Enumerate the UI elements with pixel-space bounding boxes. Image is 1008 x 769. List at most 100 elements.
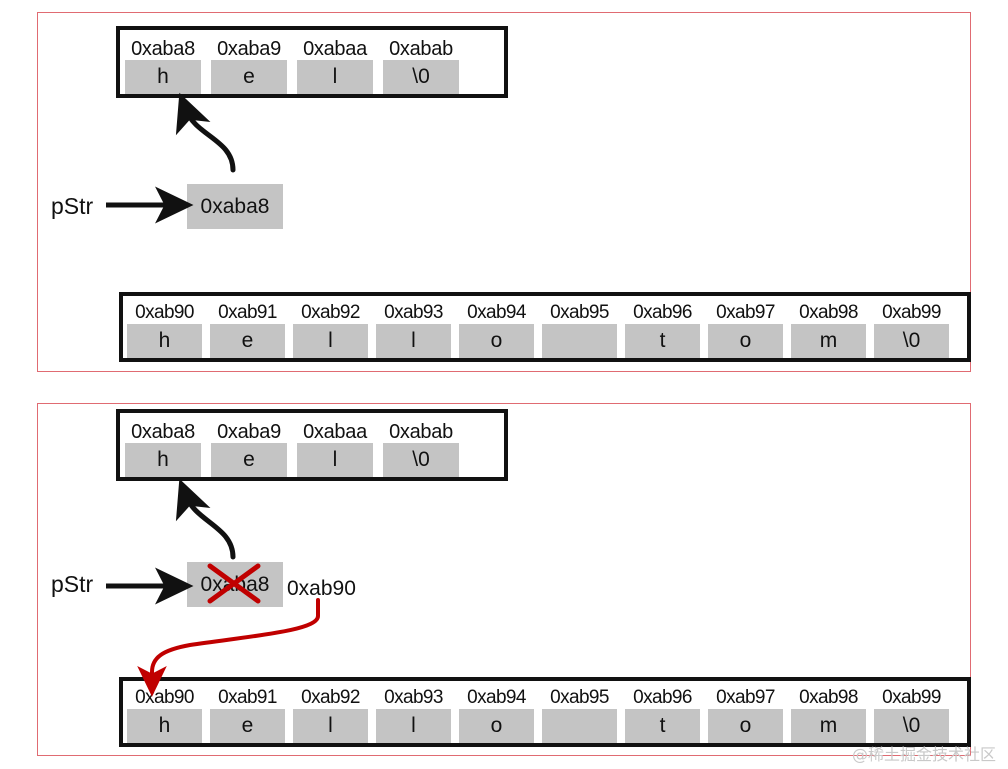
memory-cell: 0xab93 l bbox=[372, 302, 455, 358]
cell-address: 0xab99 bbox=[882, 302, 941, 323]
pointer-new-value-panel2: 0xab90 bbox=[287, 577, 356, 600]
cell-value: l bbox=[297, 443, 373, 477]
cell-value: \0 bbox=[383, 443, 459, 477]
cell-address: 0xab93 bbox=[384, 687, 443, 708]
cell-value: l bbox=[376, 709, 451, 743]
memory-cell: 0xab90 h bbox=[123, 302, 206, 358]
cell-value: h bbox=[125, 60, 201, 94]
cell-address: 0xab99 bbox=[882, 687, 941, 708]
cell-address: 0xaba9 bbox=[217, 38, 281, 60]
cell-value: o bbox=[708, 324, 783, 358]
memory-cell: 0xab94 o bbox=[455, 302, 538, 358]
pointer-label-pstr-panel1: pStr bbox=[51, 193, 94, 219]
cell-address: 0xab90 bbox=[135, 687, 194, 708]
cell-value: h bbox=[127, 709, 202, 743]
memory-cell: 0xab94 o bbox=[455, 687, 538, 743]
pointer-old-value-box-panel2: 0xaba8 bbox=[187, 562, 283, 607]
memory-cell: 0xab92 l bbox=[289, 687, 372, 743]
panel-before-reassignment: 0xaba8 h 0xaba9 e 0xabaa l 0xabab \0 pSt… bbox=[37, 12, 971, 372]
cell-address: 0xab94 bbox=[467, 687, 526, 708]
cell-value: h bbox=[125, 443, 201, 477]
cell-address: 0xab97 bbox=[716, 687, 775, 708]
cell-value: t bbox=[625, 709, 700, 743]
memory-row-cells-panel1: 0xab90 h 0xab91 e 0xab92 l 0xab93 l 0xab… bbox=[123, 296, 967, 358]
cell-address: 0xab91 bbox=[218, 302, 277, 323]
memory-cell: 0xaba9 e bbox=[206, 38, 292, 94]
memory-cell: 0xab96 t bbox=[621, 302, 704, 358]
cell-value: o bbox=[459, 324, 534, 358]
cell-value: \0 bbox=[874, 324, 949, 358]
memory-cell: 0xabaa l bbox=[292, 421, 378, 477]
cell-value: \0 bbox=[383, 60, 459, 94]
cell-address: 0xab96 bbox=[633, 302, 692, 323]
memory-cell: 0xab99 \0 bbox=[870, 302, 953, 358]
cell-address: 0xaba8 bbox=[131, 421, 195, 443]
stack-array-cells-panel1: 0xaba8 h 0xaba9 e 0xabaa l 0xabab \0 bbox=[120, 30, 504, 94]
cell-value: e bbox=[211, 60, 287, 94]
watermark: @稀土掘金技术社区 bbox=[851, 745, 996, 764]
memory-cell: 0xab96 t bbox=[621, 687, 704, 743]
cell-value: m bbox=[791, 324, 866, 358]
memory-cell: 0xab99 \0 bbox=[870, 687, 953, 743]
cell-value: t bbox=[625, 324, 700, 358]
stack-array-box-panel1: 0xaba8 h 0xaba9 e 0xabaa l 0xabab \0 bbox=[116, 26, 508, 98]
memory-cell: 0xab95 bbox=[538, 302, 621, 358]
cell-address: 0xabab bbox=[389, 421, 453, 443]
cell-address: 0xab90 bbox=[135, 302, 194, 323]
cell-value: l bbox=[376, 324, 451, 358]
cell-address: 0xab96 bbox=[633, 687, 692, 708]
memory-cell: 0xab97 o bbox=[704, 302, 787, 358]
cell-value: l bbox=[293, 324, 368, 358]
cell-address: 0xab94 bbox=[467, 302, 526, 323]
cell-value: e bbox=[210, 324, 285, 358]
memory-cell: 0xaba8 h bbox=[120, 38, 206, 94]
cell-address: 0xab92 bbox=[301, 302, 360, 323]
cell-value: e bbox=[210, 709, 285, 743]
cell-value: o bbox=[459, 709, 534, 743]
cell-value: \0 bbox=[874, 709, 949, 743]
panel-after-reassignment: 0xaba8 h 0xaba9 e 0xabaa l 0xabab \0 pSt… bbox=[37, 403, 971, 756]
cell-value: e bbox=[211, 443, 287, 477]
cell-address: 0xab92 bbox=[301, 687, 360, 708]
cell-value: m bbox=[791, 709, 866, 743]
cell-address: 0xab91 bbox=[218, 687, 277, 708]
cell-address: 0xab98 bbox=[799, 302, 858, 323]
memory-cell: 0xab91 e bbox=[206, 687, 289, 743]
cell-address: 0xab93 bbox=[384, 302, 443, 323]
cell-address: 0xab98 bbox=[799, 687, 858, 708]
cell-address: 0xaba9 bbox=[217, 421, 281, 443]
memory-cell: 0xab98 m bbox=[787, 687, 870, 743]
memory-cell: 0xab97 o bbox=[704, 687, 787, 743]
cell-address: 0xabaa bbox=[303, 421, 367, 443]
memory-cell: 0xab98 m bbox=[787, 302, 870, 358]
pointer-label-pstr-panel2: pStr bbox=[51, 571, 94, 597]
memory-cell: 0xabab \0 bbox=[378, 38, 464, 94]
cell-value: o bbox=[708, 709, 783, 743]
cell-address: 0xabaa bbox=[303, 38, 367, 60]
cell-value: h bbox=[127, 324, 202, 358]
memory-cell: 0xabaa l bbox=[292, 38, 378, 94]
memory-cell: 0xab95 bbox=[538, 687, 621, 743]
memory-cell: 0xab92 l bbox=[289, 302, 372, 358]
cell-address: 0xab95 bbox=[550, 302, 609, 323]
cell-address: 0xaba8 bbox=[131, 38, 195, 60]
cell-value bbox=[542, 324, 617, 358]
cell-address: 0xab97 bbox=[716, 302, 775, 323]
cell-value bbox=[542, 709, 617, 743]
stack-array-box-panel2: 0xaba8 h 0xaba9 e 0xabaa l 0xabab \0 bbox=[116, 409, 508, 481]
memory-row-cells-panel2: 0xab90 h 0xab91 e 0xab92 l 0xab93 l 0xab… bbox=[123, 681, 967, 743]
memory-row-box-panel2: 0xab90 h 0xab91 e 0xab92 l 0xab93 l 0xab… bbox=[119, 677, 971, 747]
memory-cell: 0xab93 l bbox=[372, 687, 455, 743]
memory-cell: 0xab90 h bbox=[123, 687, 206, 743]
cell-address: 0xab95 bbox=[550, 687, 609, 708]
memory-cell: 0xab91 e bbox=[206, 302, 289, 358]
cell-address: 0xabab bbox=[389, 38, 453, 60]
memory-row-box-panel1: 0xab90 h 0xab91 e 0xab92 l 0xab93 l 0xab… bbox=[119, 292, 971, 362]
memory-cell: 0xabab \0 bbox=[378, 421, 464, 477]
pointer-value-box-panel1: 0xaba8 bbox=[187, 184, 283, 229]
memory-cell: 0xaba9 e bbox=[206, 421, 292, 477]
cell-value: l bbox=[293, 709, 368, 743]
cell-value: l bbox=[297, 60, 373, 94]
stack-array-cells-panel2: 0xaba8 h 0xaba9 e 0xabaa l 0xabab \0 bbox=[120, 413, 504, 477]
memory-cell: 0xaba8 h bbox=[120, 421, 206, 477]
